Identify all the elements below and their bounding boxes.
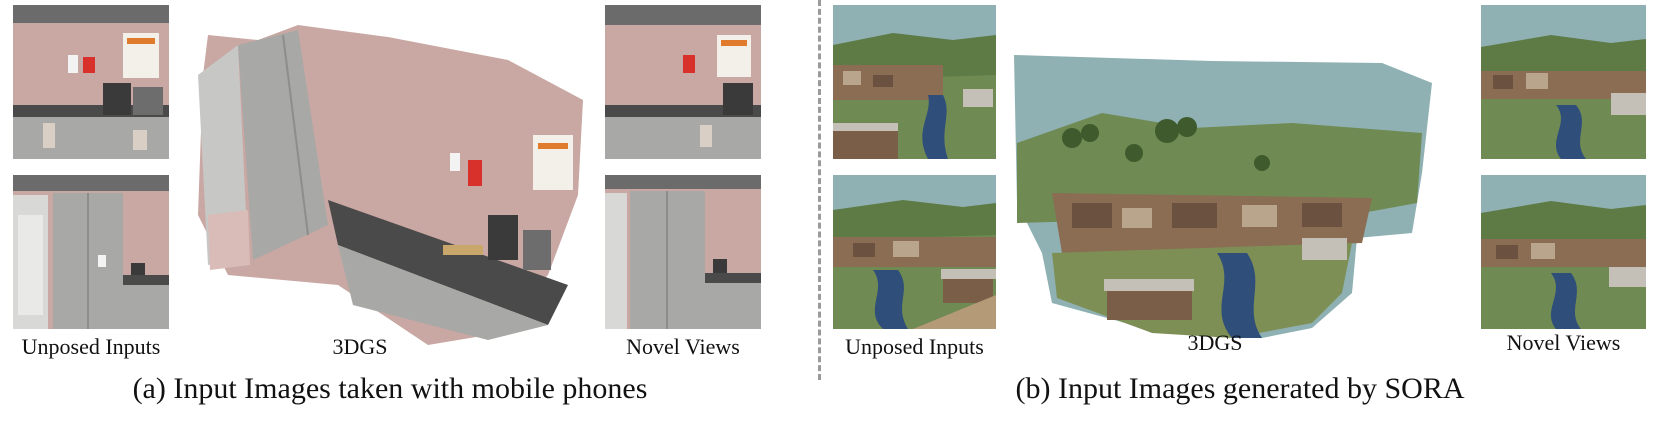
caption-a: (a) Input Images taken with mobile phone… [132, 372, 648, 405]
town-input-image-2 [833, 175, 996, 329]
office-input-image-2 [13, 175, 169, 329]
label-3dgs-b: 3DGS [1187, 330, 1243, 355]
town-input-image-1 [833, 5, 996, 159]
town-novel-view-2 [1481, 175, 1646, 329]
panel-divider [818, 0, 821, 380]
label-novel-views-a: Novel Views [626, 334, 740, 359]
office-novel-view-2 [605, 175, 761, 329]
label-unposed-inputs-b: Unposed Inputs [845, 334, 984, 359]
office-3dgs-reconstruction [188, 15, 593, 345]
office-input-image-1 [13, 5, 169, 159]
label-3dgs-a: 3DGS [332, 334, 388, 359]
label-unposed-inputs-a: Unposed Inputs [21, 334, 161, 359]
town-novel-view-1 [1481, 5, 1646, 159]
label-novel-views-b: Novel Views [1506, 330, 1621, 355]
caption-b: (b) Input Images generated by SORA [1015, 372, 1465, 405]
town-3dgs-reconstruction [1012, 53, 1434, 343]
office-novel-view-1 [605, 5, 761, 159]
